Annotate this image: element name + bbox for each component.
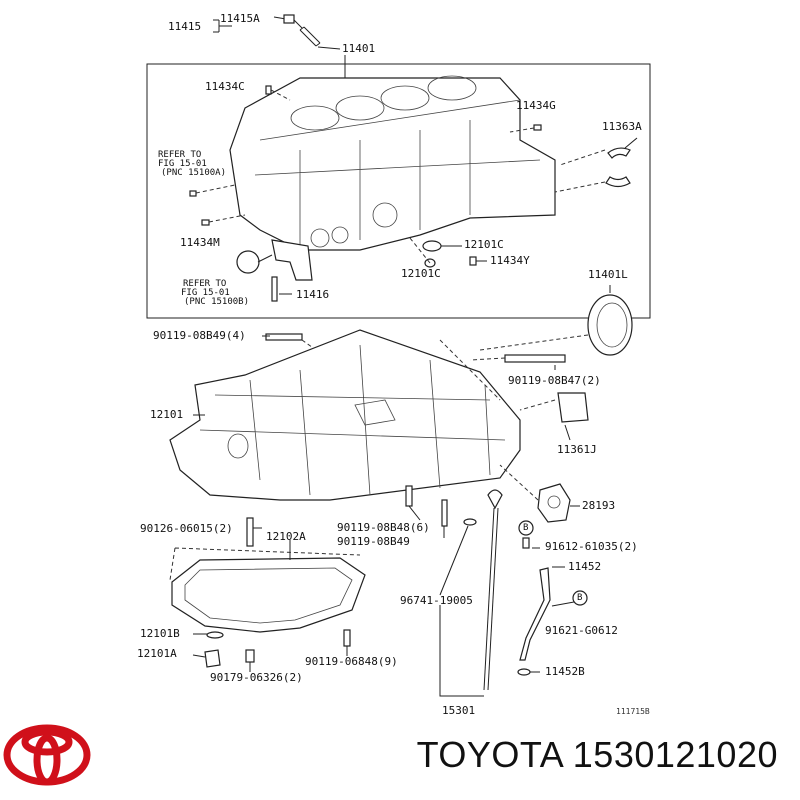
label-90179: 90179-06326(2) — [210, 671, 303, 684]
label-28193: 28193 — [582, 499, 616, 512]
label-91612: 91612-61035(2) — [545, 540, 638, 553]
diagram-reference-code: 111715B — [616, 707, 650, 716]
part-number: 1530121020 — [572, 734, 778, 775]
label-11434m: 11434M — [180, 236, 220, 249]
label-11434g: 11434G — [516, 99, 556, 112]
badge-b-2: B — [577, 593, 583, 603]
toyota-logo-icon — [3, 724, 91, 786]
label-11361j: 11361J — [557, 443, 597, 456]
label-11415a: 11415A — [220, 12, 260, 25]
label-90119-08b49: 90119-08B49 — [337, 535, 410, 548]
footer: TOYOTA 1530121020 — [0, 712, 800, 800]
label-90126: 90126-06015(2) — [140, 522, 233, 535]
label-11415: 11415 — [168, 20, 202, 33]
refer-text-1b: FIG 15-01 — [158, 159, 207, 169]
label-12101a: 12101A — [137, 647, 177, 660]
fitting-11415a — [283, 14, 321, 47]
label-11452: 11452 — [568, 560, 602, 573]
label-90119-06848: 90119-06848(9) — [305, 655, 398, 668]
oil-pan-lower — [171, 557, 366, 633]
label-12101c-b: 12101C — [401, 267, 441, 280]
label-96741: 96741-19005 — [400, 594, 473, 607]
brand-part-number-line: TOYOTA 1530121020 — [417, 734, 778, 776]
badge-b-1: B — [523, 523, 529, 533]
refer-text-2c: (PNC 15100B) — [184, 297, 250, 307]
logo-shape — [3, 724, 91, 786]
label-12101: 12101 — [150, 408, 184, 421]
block-group-frame — [146, 63, 651, 319]
brand-name: TOYOTA — [416, 734, 563, 775]
label-11401l: 11401L — [588, 268, 628, 281]
refer-text-2a: REFER TO — [183, 279, 227, 289]
label-11416: 11416 — [296, 288, 330, 301]
label-11363a: 11363A — [602, 120, 642, 133]
diagram-drawing — [146, 14, 651, 697]
label-91621: 91621-G0612 — [545, 624, 618, 637]
refer-text-2b: FIG 15-01 — [181, 288, 230, 298]
refer-text-1c: (PNC 15100A) — [161, 168, 227, 178]
parts-diagram: 11415 11415A 11401 11434C 11434G 11363A … — [137, 12, 651, 717]
oil-pan-upper — [169, 329, 521, 501]
label-15301: 15301 — [442, 704, 476, 717]
label-12102a: 12102A — [266, 530, 306, 543]
cylinder-block — [229, 75, 556, 251]
label-12101b: 12101B — [140, 627, 180, 640]
label-11434y: 11434Y — [490, 254, 530, 267]
label-11452b: 11452B — [545, 665, 585, 678]
label-90119-08b48: 90119-08B48(6) — [337, 521, 430, 534]
label-11434c: 11434C — [205, 80, 245, 93]
label-90119-08b49-4: 90119-08B49(4) — [153, 329, 246, 342]
refer-text-1a: REFER TO — [158, 150, 202, 160]
label-11401: 11401 — [342, 42, 376, 55]
oil-seal-11401l — [587, 294, 633, 356]
label-90119-08b47: 90119-08B47(2) — [508, 374, 601, 387]
label-12101c-a: 12101C — [464, 238, 504, 251]
